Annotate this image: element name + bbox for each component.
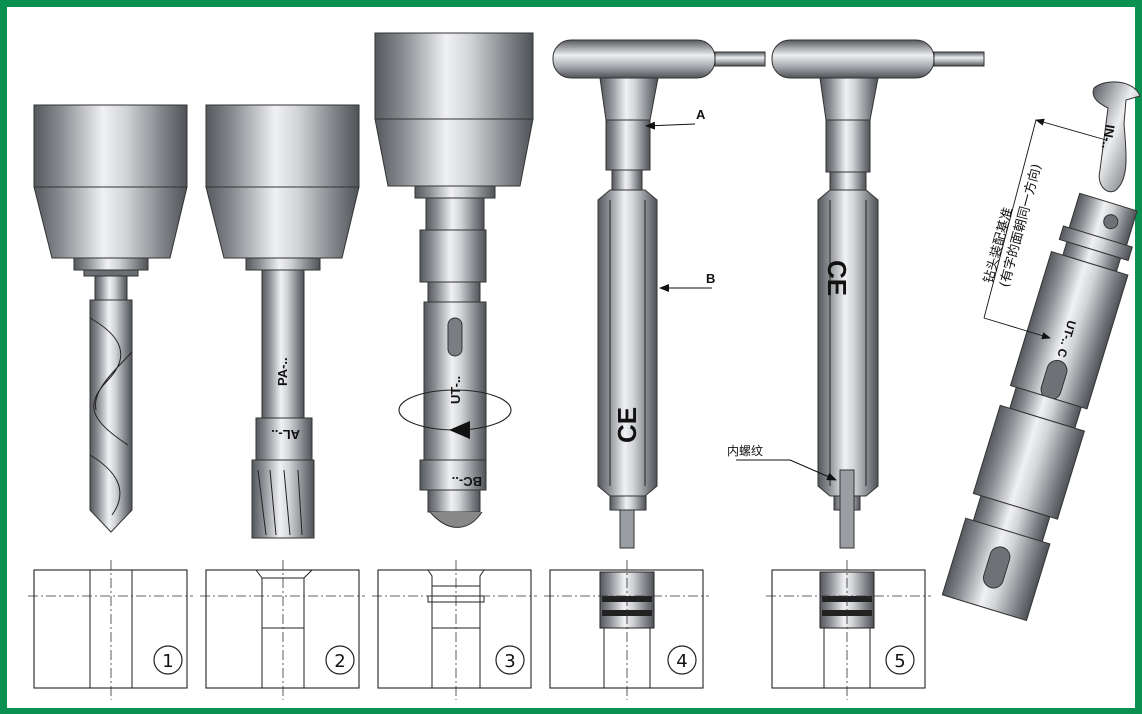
step-1: 1 — [162, 651, 173, 672]
tool2-upper-label: PA-.. — [275, 357, 290, 386]
section-2: 2 — [200, 560, 365, 700]
step-2: 2 — [334, 651, 345, 672]
inner-thread-label: 内螺纹 — [727, 444, 763, 458]
tool3-upper-label: UT-.. — [448, 376, 463, 404]
step-5: 5 — [894, 651, 905, 672]
tool3-lower-label: BC-.. — [452, 474, 482, 489]
tool-4-insert-tool: CE A B — [552, 39, 766, 549]
tool-1-drill — [33, 104, 188, 533]
step-4: 4 — [676, 651, 687, 672]
section-4: 4 — [544, 560, 709, 700]
section-3: 3 — [372, 560, 537, 700]
callout-a: A — [696, 107, 706, 122]
tool4-body-label: CE — [612, 407, 642, 443]
step-3: 3 — [504, 651, 515, 672]
callout-b: B — [706, 271, 715, 286]
assembly-view: IN-.. UT-.. C 钻头装配基准 (有字的面朝同一方向) — [941, 81, 1141, 622]
assembly-in-label: IN-.. — [1099, 123, 1118, 150]
tool5-body-label: CE — [822, 260, 852, 296]
tool-2-counterbore: PA-.. AL-.. — [205, 104, 360, 539]
section-5: 5 — [766, 560, 931, 700]
tool2-lower-label: AL-.. — [271, 427, 300, 442]
tool-5-insert-tool: CE 内螺纹 — [727, 39, 985, 549]
section-1: 1 — [28, 560, 193, 700]
tool-3-holder: UT-.. BC-.. — [374, 32, 534, 528]
